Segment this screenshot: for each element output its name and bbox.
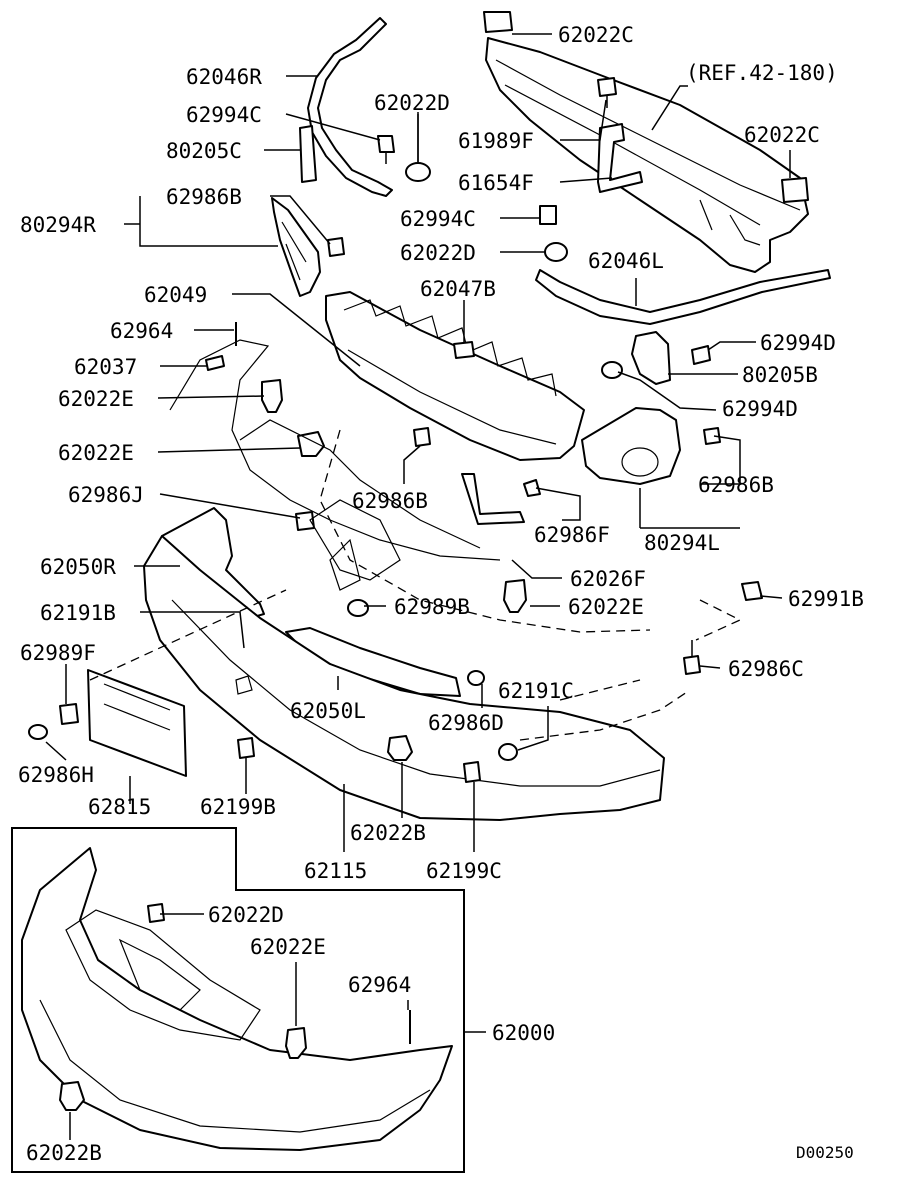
label-62022d-b: 62022D <box>400 241 476 265</box>
label-62050r: 62050R <box>40 555 116 579</box>
bracket-80205b-part <box>601 331 711 385</box>
label-62022d-a: 62022D <box>374 91 450 115</box>
license-bracket-62815-part <box>87 669 187 777</box>
bolt-61989f-part <box>597 77 617 108</box>
clip-62989b-part <box>347 599 369 617</box>
label-61989f: 61989F <box>458 129 534 153</box>
fastener-62191c-part <box>498 743 518 761</box>
label-80205c: 80205C <box>166 139 242 163</box>
label-62046l: 62046L <box>588 249 664 273</box>
reinforcement-62049-part <box>325 291 585 461</box>
bracket-80205c-part <box>299 125 317 183</box>
label-62986b-a: 62986B <box>166 185 242 209</box>
label-80294r: 80294R <box>20 213 96 237</box>
label-reference: (REF.42-180) <box>686 61 838 85</box>
label-62199c: 62199C <box>426 859 502 883</box>
fastener-62986h-part <box>28 724 48 740</box>
label-62994c-a: 62994C <box>186 103 262 127</box>
label-62022d-c: 62022D <box>208 903 284 927</box>
label-62994d-b: 62994D <box>722 397 798 421</box>
fastener-62986j-part <box>295 511 315 531</box>
bracket-80294l-part <box>581 407 721 485</box>
label-62022e-c: 62022E <box>568 595 644 619</box>
bumper-cover-62115-part <box>143 535 665 821</box>
label-62022b-a: 62022B <box>350 821 426 845</box>
fastener-62994c-b <box>539 205 557 225</box>
bracket-80294r-part <box>271 197 321 297</box>
label-62026f: 62026F <box>570 567 646 591</box>
label-62986d: 62986D <box>428 711 504 735</box>
label-62991b: 62991B <box>788 587 864 611</box>
label-62000: 62000 <box>492 1021 555 1045</box>
part-labels: 62022C (REF.42-180) 62046R 62994C 62022D… <box>18 23 864 1165</box>
label-62047b: 62047B <box>420 277 496 301</box>
label-61654f: 61654F <box>458 171 534 195</box>
label-62022e-b: 62022E <box>58 441 134 465</box>
label-62050l: 62050L <box>290 699 366 723</box>
label-62989b: 62989B <box>394 595 470 619</box>
clip-62022e-a-part <box>261 379 283 413</box>
brace-61654f-part <box>597 123 643 193</box>
label-62986b-c: 62986B <box>352 489 428 513</box>
clip-62022e-c-part <box>503 579 527 613</box>
label-62049: 62049 <box>144 283 207 307</box>
label-62989f: 62989F <box>20 641 96 665</box>
bracket-62046l-part <box>535 269 831 325</box>
label-62815: 62815 <box>88 795 151 819</box>
label-62986b-b: 62986B <box>698 473 774 497</box>
label-62986f: 62986F <box>534 523 610 547</box>
diagram-code: D00250 <box>796 1143 854 1162</box>
label-62191b: 62191B <box>40 601 116 625</box>
label-62964-b: 62964 <box>348 973 411 997</box>
label-62986j: 62986J <box>68 483 144 507</box>
label-62022c-right: 62022C <box>744 123 820 147</box>
clip-62022b-a-part <box>387 735 413 761</box>
label-62022e-d: 62022E <box>250 935 326 959</box>
fastener-62199b-part <box>237 737 255 759</box>
leader-lines <box>45 33 791 1140</box>
fastener-62199c-part <box>463 761 481 783</box>
label-62022e-a: 62022E <box>58 387 134 411</box>
label-62037: 62037 <box>74 355 137 379</box>
label-62191c: 62191C <box>498 679 574 703</box>
clip-62022e-b-part <box>297 431 325 457</box>
screw-62986c-part <box>683 640 701 675</box>
label-62199b: 62199B <box>200 795 276 819</box>
label-62994d-a: 62994D <box>760 331 836 355</box>
fastener-62994c-a <box>377 135 395 164</box>
label-62046r: 62046R <box>186 65 262 89</box>
label-62964-a: 62964 <box>110 319 173 343</box>
fastener-62989f-part <box>59 703 79 725</box>
fastener-62986d-part <box>467 670 485 686</box>
label-62022c-top: 62022C <box>558 23 634 47</box>
bracket-62026f-part <box>461 473 541 525</box>
label-62986h: 62986H <box>18 763 94 787</box>
clip-62037-part <box>205 355 225 371</box>
label-62986c: 62986C <box>728 657 804 681</box>
label-80205b: 80205B <box>742 363 818 387</box>
label-62022b-b: 62022B <box>26 1141 102 1165</box>
label-62115: 62115 <box>304 859 367 883</box>
assembly-guide-lines <box>89 589 742 741</box>
label-62994c-b: 62994C <box>400 207 476 231</box>
clip-62991b-part <box>741 581 763 601</box>
fastener-62986b-b-part <box>413 427 431 447</box>
radiator-support-part <box>483 11 809 273</box>
fastener-62986b-a <box>327 237 345 257</box>
label-80294l: 80294L <box>644 531 720 555</box>
fastener-62022d-b <box>544 242 568 262</box>
assembled-bumper-inset <box>11 827 465 1173</box>
bracket-62046r-part <box>307 17 393 197</box>
